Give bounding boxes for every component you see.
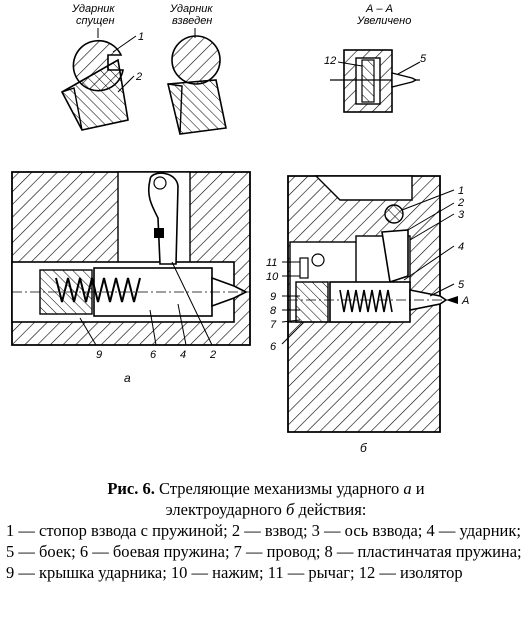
num-8-b: 8 [270,305,277,317]
num-2-released: 2 [135,71,142,83]
num-11-b: 11 [266,257,277,269]
caption-title: Рис. 6. Стреляющие механизмы ударного а … [6,478,526,520]
technical-drawing: Ударник спущен 1 2 Ударник взведен А – А… [11,3,469,455]
num-6-b: 6 [270,341,277,353]
view-b-electro-percussion-mechanism: 1 2 3 4 5 А 11 10 9 8 7 6 б [266,175,469,455]
caption-title-line2-part1: электроударного [165,500,287,519]
num-5-section: 5 [420,53,427,65]
num-9-a: 9 [96,349,102,361]
caption-legend: 1 — стопор взвода с пружиной; 2 — взвод;… [6,521,522,582]
section-marker-a: А [461,295,469,307]
section-a-a-detail: А – А Увеличено 12 5 [324,3,427,113]
figure-caption: Рис. 6. Стреляющие механизмы ударного а … [6,478,526,636]
num-7-b: 7 [270,319,277,331]
num-1-released: 1 [138,31,144,43]
label-cocked-1: Ударник [169,3,213,15]
hammer-cocked-detail: Ударник взведен [167,3,227,135]
label-cocked-2: взведен [172,15,212,27]
num-4-b: 4 [458,241,464,253]
hammer-released-detail: Ударник спущен 1 2 [60,3,144,131]
num-2-b: 2 [457,197,464,209]
caption-title-part1: Стреляющие механизмы ударного [154,479,404,498]
caption-title-part2: и [411,479,425,498]
num-9-b: 9 [270,291,276,303]
label-released-2: спущен [76,15,115,27]
label-enlarged: Увеличено [356,15,411,27]
num-3-b: 3 [458,209,465,221]
label-section: А – А [365,3,393,15]
num-2-a: 2 [209,349,216,361]
num-10-b: 10 [266,271,279,283]
caption-title-line2-part2: действия: [294,500,367,519]
view-a-percussion-mechanism: 9 6 4 2 а [11,171,251,385]
caption-fig-number: Рис. 6. [107,479,155,498]
view-label-a: а [124,371,131,385]
num-12-section: 12 [324,55,336,67]
caption-title-b: б [286,500,295,519]
view-label-b: б [360,441,368,455]
num-5-b: 5 [458,279,465,291]
num-4-a: 4 [180,349,186,361]
num-6-a: 6 [150,349,157,361]
label-released-1: Ударник [71,3,115,15]
caption-title-a: а [403,479,412,498]
num-1-b: 1 [458,185,464,197]
